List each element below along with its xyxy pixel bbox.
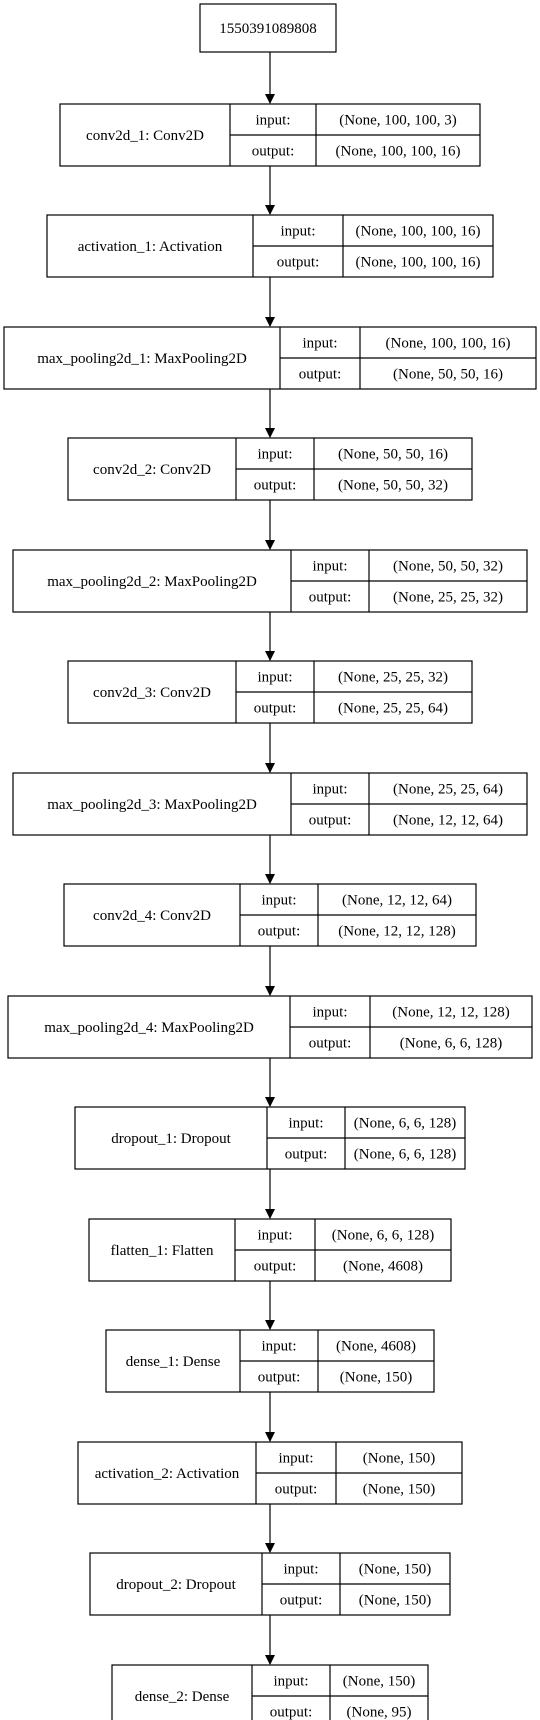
- input-shape: (None, 6, 6, 128): [354, 1116, 456, 1132]
- layer-name: activation_1: Activation: [78, 239, 223, 255]
- input-port-label: input:: [261, 1339, 296, 1355]
- output-port-label: output:: [285, 1147, 328, 1163]
- layer-name: max_pooling2d_1: MaxPooling2D: [37, 351, 247, 367]
- output-shape: (None, 50, 50, 16): [393, 367, 503, 383]
- layer-box: [111, 1664, 429, 1720]
- output-port-label: output:: [275, 1482, 318, 1498]
- input-shape: (None, 12, 12, 128): [392, 1005, 509, 1021]
- output-shape: (None, 150): [359, 1593, 431, 1609]
- output-port-label: output:: [258, 924, 301, 940]
- output-port-label: output:: [309, 590, 352, 606]
- output-shape: (None, 12, 12, 128): [338, 924, 455, 940]
- layer-node: max_pooling2d_3: MaxPooling2D input: outpu…: [12, 772, 528, 836]
- input-port-label: input:: [283, 1562, 318, 1578]
- output-port-label: output:: [309, 813, 352, 829]
- layer-name: conv2d_4: Conv2D: [93, 908, 211, 924]
- layer-name: flatten_1: Flatten: [111, 1243, 214, 1259]
- output-shape: (None, 12, 12, 64): [393, 813, 503, 829]
- input-node-label: 1550391089808: [219, 21, 317, 37]
- output-shape: (None, 6, 6, 128): [354, 1147, 456, 1163]
- output-shape: (None, 150): [340, 1370, 412, 1386]
- input-shape: (None, 6, 6, 128): [332, 1228, 434, 1244]
- input-node: 1550391089808: [199, 3, 337, 53]
- input-shape: (None, 150): [363, 1451, 435, 1467]
- layer-name: dense_2: Dense: [135, 1689, 230, 1705]
- layer-name: max_pooling2d_3: MaxPooling2D: [47, 797, 257, 813]
- input-port-label: input:: [257, 1228, 292, 1244]
- input-port-label: input:: [273, 1674, 308, 1690]
- layer-name: dense_1: Dense: [126, 1354, 221, 1370]
- input-shape: (None, 100, 100, 16): [386, 336, 511, 352]
- input-port-label: input:: [288, 1116, 323, 1132]
- layer-node: activation_1: Activation input: output: (No…: [46, 214, 494, 278]
- layer-node: dropout_1: Dropout input: output: (None, 6,…: [74, 1106, 466, 1170]
- layer-node: conv2d_4: Conv2D input: output: (None, 12, …: [63, 883, 477, 947]
- output-port-label: output:: [252, 144, 295, 160]
- layer-name: max_pooling2d_4: MaxPooling2D: [44, 1020, 254, 1036]
- input-port-label: input:: [302, 336, 337, 352]
- layer-node: max_pooling2d_4: MaxPooling2D input: outpu…: [7, 995, 533, 1059]
- layer-node: max_pooling2d_1: MaxPooling2D input: outpu…: [3, 326, 537, 390]
- output-port-label: output:: [270, 1705, 313, 1720]
- layer-name: conv2d_2: Conv2D: [93, 462, 211, 478]
- output-port-label: output:: [280, 1593, 323, 1609]
- input-port-label: input:: [261, 893, 296, 909]
- input-shape: (None, 25, 25, 32): [338, 670, 448, 686]
- output-shape: (None, 100, 100, 16): [356, 255, 481, 271]
- layer-node: dense_2: Dense input: output: (None, 150) (N…: [111, 1664, 429, 1720]
- output-port-label: output:: [254, 1259, 297, 1275]
- layer-node: dense_1: Dense input: output: (None, 4608) (…: [105, 1329, 435, 1393]
- input-port-label: input:: [312, 1005, 347, 1021]
- layer-name: dropout_2: Dropout: [116, 1577, 236, 1593]
- output-port-label: output:: [254, 701, 297, 717]
- input-port-label: input:: [278, 1451, 313, 1467]
- input-port-label: input:: [280, 224, 315, 240]
- output-shape: (None, 150): [363, 1482, 435, 1498]
- input-node-box: [199, 3, 337, 53]
- input-shape: (None, 100, 100, 3): [339, 113, 456, 129]
- layer-node: conv2d_2: Conv2D input: output: (None, 50, …: [67, 437, 473, 501]
- input-shape: (None, 150): [359, 1562, 431, 1578]
- output-port-label: output:: [277, 255, 320, 271]
- layer-name: activation_2: Activation: [95, 1466, 240, 1482]
- output-shape: (None, 50, 50, 32): [338, 478, 448, 494]
- input-port-label: input:: [257, 670, 292, 686]
- layer-node: flatten_1: Flatten input: output: (None, 6,…: [88, 1218, 452, 1282]
- output-shape: (None, 25, 25, 64): [338, 701, 448, 717]
- output-shape: (None, 6, 6, 128): [400, 1036, 502, 1052]
- layer-node: conv2d_1: Conv2D input: output: (None, 100,…: [59, 103, 481, 167]
- output-shape: (None, 100, 100, 16): [336, 144, 461, 160]
- layers-group: conv2d_1: Conv2D input: output: (None, 100,…: [3, 103, 537, 1720]
- output-shape: (None, 4608): [343, 1259, 423, 1275]
- layer-name: max_pooling2d_2: MaxPooling2D: [47, 574, 257, 590]
- output-port-label: output:: [254, 478, 297, 494]
- input-port-label: input:: [312, 559, 347, 575]
- input-shape: (None, 50, 50, 32): [393, 559, 503, 575]
- layer-node: conv2d_3: Conv2D input: output: (None, 25, …: [67, 660, 473, 724]
- input-shape: (None, 50, 50, 16): [338, 447, 448, 463]
- layer-node: dropout_2: Dropout input: output: (None, 15…: [89, 1552, 451, 1616]
- layer-name: conv2d_3: Conv2D: [93, 685, 211, 701]
- layer-node: max_pooling2d_2: MaxPooling2D input: outpu…: [12, 549, 528, 613]
- input-port-label: input:: [257, 447, 292, 463]
- input-shape: (None, 4608): [336, 1339, 416, 1355]
- output-port-label: output:: [299, 367, 342, 383]
- input-shape: (None, 12, 12, 64): [342, 893, 452, 909]
- output-port-label: output:: [258, 1370, 301, 1386]
- input-port-label: input:: [255, 113, 290, 129]
- input-port-label: input:: [312, 782, 347, 798]
- output-port-label: output:: [309, 1036, 352, 1052]
- layer-name: dropout_1: Dropout: [111, 1131, 231, 1147]
- output-shape: (None, 25, 25, 32): [393, 590, 503, 606]
- layer-node: activation_2: Activation input: output: (No…: [77, 1441, 463, 1505]
- input-shape: (None, 150): [343, 1674, 415, 1690]
- input-shape: (None, 100, 100, 16): [356, 224, 481, 240]
- input-shape: (None, 25, 25, 64): [393, 782, 503, 798]
- output-shape: (None, 95): [347, 1705, 412, 1720]
- layer-name: conv2d_1: Conv2D: [86, 128, 204, 144]
